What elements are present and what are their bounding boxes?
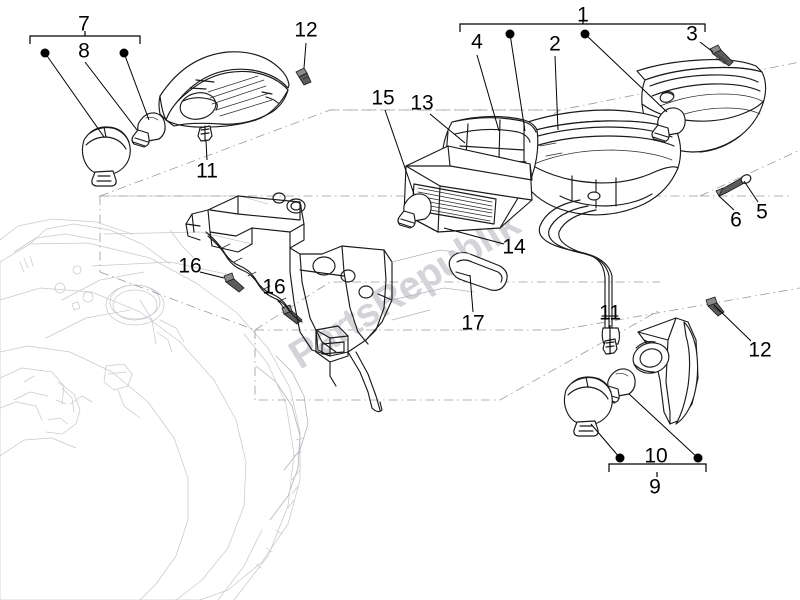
part-turn-signal-bulb-left — [131, 112, 166, 148]
callout-label-10: 10 — [644, 445, 667, 468]
part-turn-signal-lens-right — [510, 109, 682, 216]
callout-leaders — [29, 19, 759, 477]
part-lamp-wire-harness — [538, 199, 621, 345]
ghost-carrier-right — [391, 249, 475, 321]
callout-label-7: 7 — [78, 13, 90, 36]
part-screw-16a — [223, 272, 245, 293]
callout-label-12b: 12 — [748, 339, 771, 362]
callout-label-16a: 16 — [178, 255, 201, 278]
callout-label-12a: 12 — [294, 19, 317, 42]
callout-label-14: 14 — [502, 236, 526, 259]
part-turn-signal-socket-lower — [563, 376, 613, 437]
callout-labels: 1 2 3 4 5 6 7 8 9 10 11 11 12 12 13 14 1… — [78, 4, 772, 499]
ghost-lamp-carrier-frame — [185, 192, 393, 413]
callout-label-3: 3 — [686, 23, 698, 46]
part-screw-upper-left — [295, 67, 312, 86]
callout-label-17: 17 — [461, 312, 484, 335]
part-license-plate-lamp-housing — [403, 115, 539, 233]
callout-label-16b: 16 — [262, 276, 285, 299]
part-lamp-gasket — [448, 251, 508, 291]
part-turn-signal-bulb-right — [651, 107, 686, 143]
ghost-vehicle-outline — [0, 195, 309, 600]
callout-label-2: 2 — [549, 33, 561, 56]
callout-label-11b: 11 — [599, 302, 621, 325]
callout-label-1: 1 — [577, 4, 589, 27]
callout-label-8: 8 — [78, 40, 90, 63]
part-turn-signal-socket-left — [81, 126, 131, 187]
callout-label-11a: 11 — [196, 160, 218, 183]
part-license-plate-bulb — [397, 193, 432, 229]
part-left-turn-signal-assembly — [158, 51, 290, 128]
callout-label-5: 5 — [756, 201, 768, 224]
callout-label-9: 9 — [649, 476, 661, 499]
part-screw-lower-right — [705, 296, 725, 317]
part-pin-6 — [715, 174, 752, 197]
callout-label-15: 15 — [371, 87, 394, 110]
callout-label-4: 4 — [471, 31, 483, 54]
callout-label-13: 13 — [410, 92, 433, 115]
part-lower-turn-signal-body — [632, 317, 699, 425]
part-lamp-clip-upper-left — [197, 125, 213, 142]
callout-label-6: 6 — [730, 209, 742, 232]
